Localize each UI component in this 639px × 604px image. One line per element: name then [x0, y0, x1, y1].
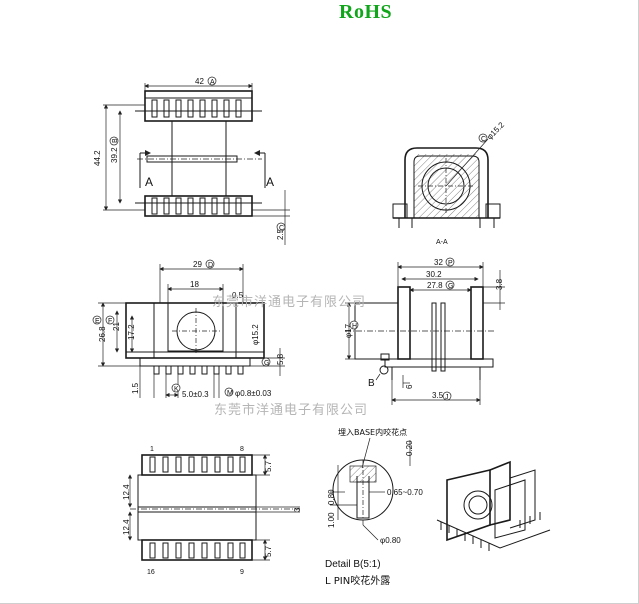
label-D-circle [205, 259, 215, 269]
dim-278: 27.8 [427, 281, 443, 290]
dim-B: 39.2 [110, 147, 119, 163]
bottom-pins-top [149, 456, 246, 473]
isometric-view [436, 460, 551, 551]
front-hole-dim: φ15.2 [251, 324, 260, 345]
dim-100: 1.00 [327, 512, 336, 528]
rohs-label: RoHS [339, 1, 393, 23]
label-G2: G [448, 283, 453, 290]
dim-r: 0.5 [232, 291, 244, 300]
top-flange-lower [144, 195, 253, 217]
dim-15: 1.5 [131, 382, 140, 394]
dim-35: 3.5 [432, 391, 444, 400]
label-M: M [227, 390, 233, 397]
dim-6: 6 [405, 384, 414, 389]
iso-pins [440, 512, 541, 551]
top-lower-pins [151, 197, 242, 215]
dim-32: 32 [434, 258, 443, 267]
label-J: J [445, 394, 449, 401]
dim-F: 21 [112, 322, 121, 331]
detail-subtitle: L PIN咬花外露 [325, 574, 390, 587]
label-B-circle [109, 136, 119, 146]
dim-E: 26.8 [98, 326, 107, 342]
front-pins [153, 365, 244, 375]
dim-38: 3.8 [495, 278, 504, 290]
label-G: G [264, 360, 269, 367]
label-C-circle [276, 222, 286, 232]
top-upper-pins [151, 99, 242, 118]
dim-57a: 5.7 [264, 460, 273, 472]
front-view: 29 D 18 0.5 26.8 E 21 F 17.2 φ15.2 5.8 G… [92, 259, 285, 399]
pin-16: 16 [147, 569, 155, 576]
bottom-pins-bottom [149, 542, 246, 559]
label-C: C [279, 225, 284, 232]
watermark-2: 东莞市洋通电子有限公司 [214, 402, 368, 418]
detail-mark: B [368, 378, 375, 389]
dim-57b: 5.7 [264, 545, 273, 557]
section-mark-left: A [145, 175, 153, 189]
detail-title: Detail B(5:1) [325, 559, 381, 570]
dim-C: 2.5 [276, 228, 285, 240]
dim-range: 0.65~0.70 [387, 488, 423, 497]
pin-1: 1 [150, 446, 154, 453]
label-E: E [95, 318, 100, 325]
dim-080: 0.80 [327, 489, 336, 505]
label-B: B [112, 138, 119, 143]
detail-note: 埋入BASE内咬花点 [338, 427, 407, 437]
pin-8: 8 [240, 446, 244, 453]
label-A-circle [207, 76, 217, 86]
dim-total-height: 44.2 [93, 150, 102, 166]
label-K: K [174, 386, 179, 393]
bottom-view: 1 8 16 9 12.4 12.4 5.7 5.7 3 [122, 446, 302, 576]
label-A: A [210, 79, 215, 86]
section-mark-right: A [266, 175, 274, 189]
dim-302: 30.2 [426, 270, 442, 279]
dim-phi: φ0.80 [380, 536, 401, 545]
dim-pin: φ0.8±0.03 [235, 389, 272, 398]
section-hole-dim: φ15.2 [485, 120, 506, 141]
label-H: H [352, 323, 357, 330]
label-C2-circle [478, 133, 488, 143]
top-view: 42 A 44.2 39.2 B A A 2.5 C [93, 76, 290, 245]
section-caption: A-A [436, 239, 448, 246]
watermark-1: 东莞市洋通电子有限公司 [212, 294, 366, 310]
dim-124a: 12.4 [122, 484, 131, 500]
dim-phi17: φ17 [344, 323, 353, 338]
dim-inner: 18 [190, 280, 199, 289]
pin-9: 9 [240, 569, 244, 576]
section-label: C [481, 136, 486, 143]
section-view: C φ15.2 A-A [392, 120, 506, 246]
dim-top-width: 42 [195, 77, 204, 86]
dim-17: 17.2 [127, 324, 136, 340]
dim-pitch: 5.0±0.3 [182, 390, 209, 399]
dim-3: 3 [293, 507, 302, 512]
dim-G: 5.8 [276, 353, 285, 365]
dim-D: 29 [193, 260, 202, 269]
dim-124b: 12.4 [122, 519, 131, 535]
side-view: 32 P 30.2 27.8 G 3.8 φ17 H 6 3.5 J B [344, 257, 505, 405]
label-F: F [108, 318, 112, 325]
label-P: P [448, 260, 453, 267]
detail-view: 0.80 1.00 埋入BASE内咬花点 0.20 0.65~0.70 φ0.8… [325, 427, 423, 587]
label-D: D [208, 262, 213, 269]
top-flange-upper [144, 90, 253, 122]
dim-020: 0.20 [405, 440, 414, 456]
